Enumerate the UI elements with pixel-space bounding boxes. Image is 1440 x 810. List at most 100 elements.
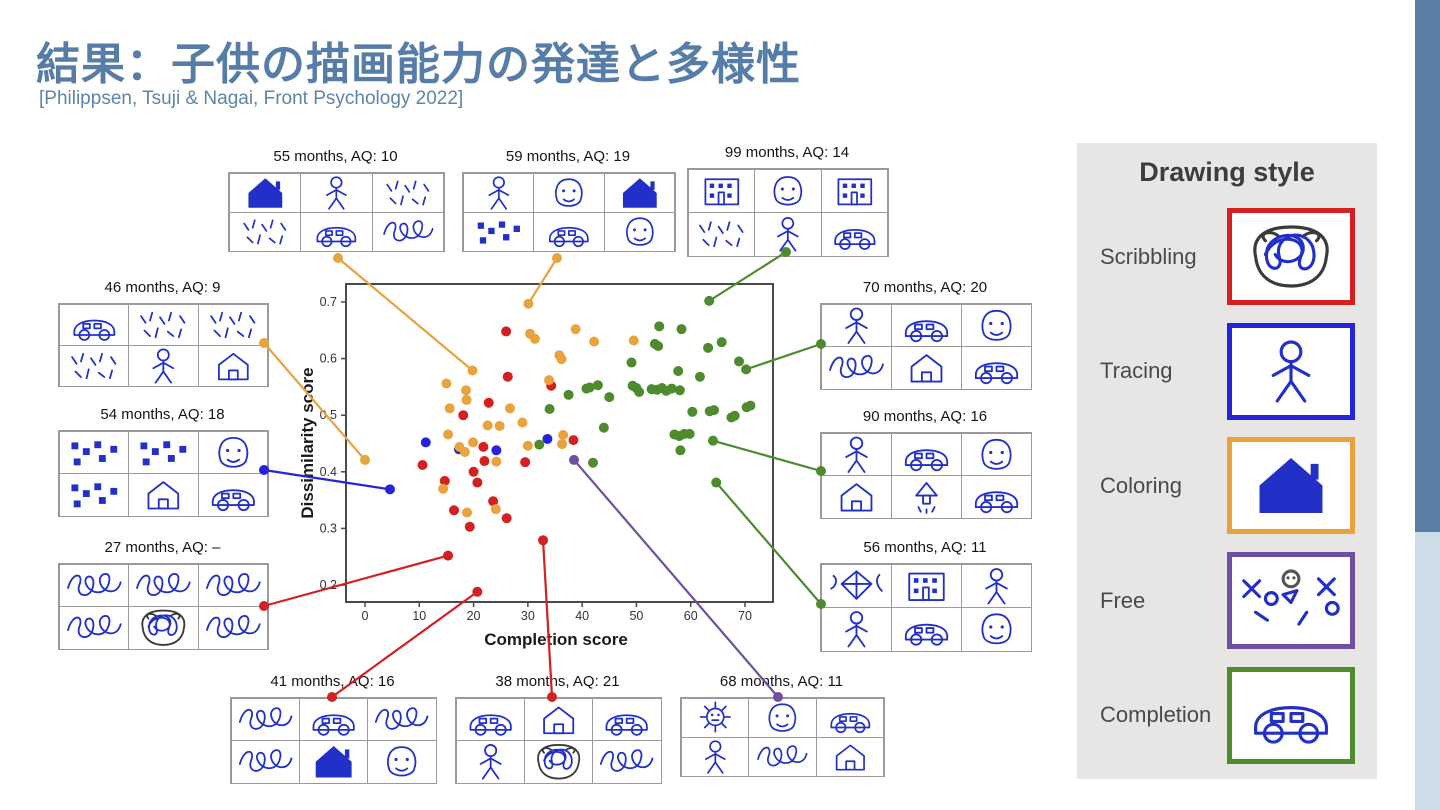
- data-point-completion: [584, 382, 595, 393]
- data-point-coloring: [504, 403, 515, 414]
- data-point-coloring: [462, 507, 473, 518]
- data-point-completion: [745, 400, 756, 411]
- house-doodle-icon: [910, 354, 942, 383]
- data-point-completion: [646, 384, 657, 395]
- person-doodle-icon: [487, 175, 509, 210]
- data-point-coloring: [517, 417, 528, 428]
- callout-line: [712, 439, 822, 473]
- drawing-cell: [128, 606, 199, 650]
- car-doodle-icon: [974, 362, 1018, 385]
- sun-doodle-icon: [699, 700, 731, 733]
- example-card-label: 68 months, AQ: 11: [719, 673, 844, 690]
- drawing-cell: [197, 473, 269, 517]
- example-card-label: 70 months, AQ: 20: [862, 279, 988, 296]
- drawing-cell: [890, 563, 962, 608]
- legend-item: Scribbling: [1077, 208, 1377, 305]
- data-point-coloring: [460, 385, 471, 396]
- drawing-cell: [367, 740, 437, 784]
- face-doodle-icon: [218, 436, 249, 468]
- data-point-completion: [604, 392, 615, 403]
- drawing-cell: [680, 697, 750, 738]
- data-point-completion: [581, 383, 592, 394]
- drawing-cell: [815, 697, 885, 738]
- scribble-doodle-icon: [205, 615, 261, 638]
- drawing-cell: [820, 346, 892, 390]
- data-point-tracing: [420, 437, 431, 448]
- example-card-label: 38 months, AQ: 21: [495, 673, 620, 690]
- data-point-coloring: [556, 354, 567, 365]
- drawing-cell: [890, 607, 962, 652]
- drawing-cell: [680, 736, 750, 777]
- house-doodle-icon: [147, 481, 180, 510]
- person-doodle-icon: [844, 611, 868, 648]
- scribble-doodle-icon: [238, 706, 292, 730]
- data-point-completion: [687, 406, 698, 417]
- data-point-completion: [704, 295, 715, 306]
- data-point-free: [569, 454, 580, 465]
- data-point-coloring: [491, 456, 502, 467]
- callout-line: [745, 342, 822, 371]
- marks-doodle-icon: [140, 311, 186, 338]
- data-point-completion: [676, 324, 687, 335]
- drawing-cell: [228, 172, 302, 213]
- data-point-coloring: [494, 420, 505, 431]
- data-point-completion: [598, 422, 609, 433]
- data-point-completion: [654, 321, 665, 332]
- data-point-scribbling: [538, 535, 549, 546]
- data-point-completion: [634, 386, 645, 397]
- drawing-cell: [128, 473, 199, 517]
- example-card-label: 90 months, AQ: 16: [862, 408, 988, 425]
- data-point-completion: [534, 439, 545, 450]
- car-doodle-icon: [316, 226, 357, 247]
- scribble-doodle-icon: [238, 749, 292, 772]
- data-point-scribbling: [417, 460, 428, 471]
- drawing-cell: [58, 303, 130, 346]
- data-point-completion: [652, 384, 663, 395]
- accent-bar-bottom: [1415, 532, 1440, 810]
- house_filled-doodle-icon: [315, 746, 352, 778]
- data-point-scribbling: [458, 410, 469, 421]
- car-doodle-icon: [72, 319, 115, 341]
- data-point-scribbling: [568, 435, 579, 446]
- callout-line: [573, 459, 779, 698]
- callout-line: [527, 257, 558, 305]
- x-tick-label: 0: [362, 609, 369, 623]
- y-axis-label: Dissimilarity score: [298, 367, 317, 519]
- drawing-cell: [523, 697, 594, 741]
- data-point-coloring: [529, 333, 540, 344]
- drawing-cell: [820, 168, 889, 213]
- drawing-cell: [960, 432, 1032, 476]
- data-point-coloring: [443, 429, 454, 440]
- callout-line: [263, 468, 391, 491]
- y-tick-label: 0.2: [320, 578, 337, 592]
- data-point-completion: [649, 338, 660, 349]
- drawing-cell: [371, 172, 445, 213]
- drawing-grid: [230, 697, 437, 784]
- drawing-cell: [533, 172, 605, 213]
- example-card-label: 99 months, AQ: 14: [724, 144, 850, 161]
- data-point-completion: [707, 435, 718, 446]
- house-doodle-icon: [835, 744, 865, 771]
- free_shapes-doodle-icon: [1242, 569, 1340, 626]
- person-doodle-icon: [984, 567, 1008, 604]
- data-point-scribbling: [479, 456, 490, 467]
- data-point-completion: [674, 431, 685, 442]
- legend-item-box: [1227, 208, 1355, 305]
- data-point-coloring: [441, 378, 452, 389]
- data-point-scribbling: [449, 505, 460, 516]
- drawing-grid: [820, 563, 1032, 652]
- drawing-cell: [533, 211, 605, 252]
- blocks-doodle-icon: [477, 220, 520, 244]
- house-doodle-icon: [840, 483, 872, 512]
- data-point-scribbling: [488, 496, 499, 507]
- drawing-cell: [603, 211, 676, 252]
- drawing-cell: [455, 697, 525, 741]
- data-point-tracing: [542, 433, 553, 444]
- example-card-label: 27 months, AQ: –: [104, 539, 221, 556]
- drawing-cell: [820, 432, 892, 476]
- data-point-coloring: [490, 504, 501, 515]
- data-point-completion: [716, 337, 727, 348]
- data-point-coloring: [468, 437, 479, 448]
- x-tick-label: 10: [412, 609, 426, 623]
